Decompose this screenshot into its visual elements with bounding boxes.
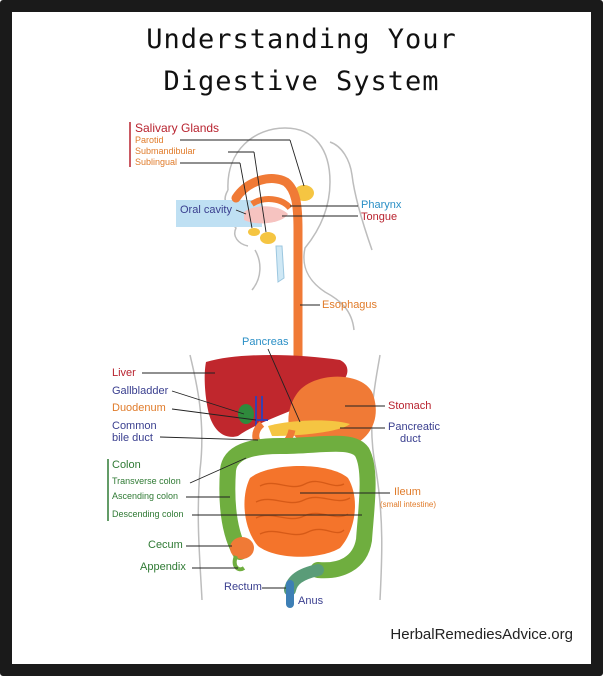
appendix-shape xyxy=(232,555,246,572)
esophagus-tube xyxy=(231,174,303,405)
label-pharynx: Pharynx xyxy=(361,199,402,211)
label-salivary-glands: Salivary Glands xyxy=(135,121,220,135)
label-liver: Liver xyxy=(112,367,136,379)
label-parotid: Parotid xyxy=(135,135,164,145)
label-cecum: Cecum xyxy=(148,539,183,551)
palate xyxy=(250,196,293,211)
label-small-intestine: (small intestine) xyxy=(380,500,437,509)
colon-shape xyxy=(219,435,376,579)
intestine-folds xyxy=(255,480,351,536)
sublingual-gland xyxy=(248,228,260,236)
body-outline xyxy=(189,127,383,601)
label-colon: Colon xyxy=(112,459,141,471)
label-descending-colon: Descending colon xyxy=(112,509,184,519)
label-oral-cavity: Oral cavity xyxy=(180,204,232,216)
label-transverse-colon: Transverse colon xyxy=(112,476,181,486)
label-esophagus: Esophagus xyxy=(322,299,378,311)
label-submandibular: Submandibular xyxy=(135,146,196,156)
label-ileum: Ileum xyxy=(394,486,421,498)
cecum-shape xyxy=(230,537,254,559)
submandibular-gland xyxy=(260,232,276,244)
trachea-shape xyxy=(275,245,285,283)
label-pancreatic-duct-1: Pancreatic xyxy=(388,421,440,433)
label-common-bile-duct-2: bile duct xyxy=(112,432,153,444)
small-intestine-shape xyxy=(244,466,355,557)
title-line-2: Digestive System xyxy=(163,66,440,97)
label-ascending-colon: Ascending colon xyxy=(112,491,179,501)
label-appendix: Appendix xyxy=(140,561,186,573)
label-rectum: Rectum xyxy=(224,581,262,593)
label-sublingual: Sublingual xyxy=(135,157,178,167)
footer-website: HerbalRemediesAdvice.org xyxy=(390,626,573,643)
label-pancreas: Pancreas xyxy=(242,336,289,348)
rectum-shape xyxy=(284,564,324,596)
leader-lines xyxy=(142,139,390,589)
label-pancreatic-duct-2: duct xyxy=(400,433,421,445)
tongue-shape xyxy=(244,206,288,224)
gallbladder-shape xyxy=(238,404,254,424)
label-duodenum: Duodenum xyxy=(112,402,166,414)
label-stomach: Stomach xyxy=(388,400,432,412)
title-line-1: Understanding Your xyxy=(146,24,457,55)
label-gallbladder: Gallbladder xyxy=(112,385,169,397)
label-anus: Anus xyxy=(298,595,324,607)
label-common-bile-duct-1: Common xyxy=(112,420,157,432)
label-tongue: Tongue xyxy=(361,211,398,223)
